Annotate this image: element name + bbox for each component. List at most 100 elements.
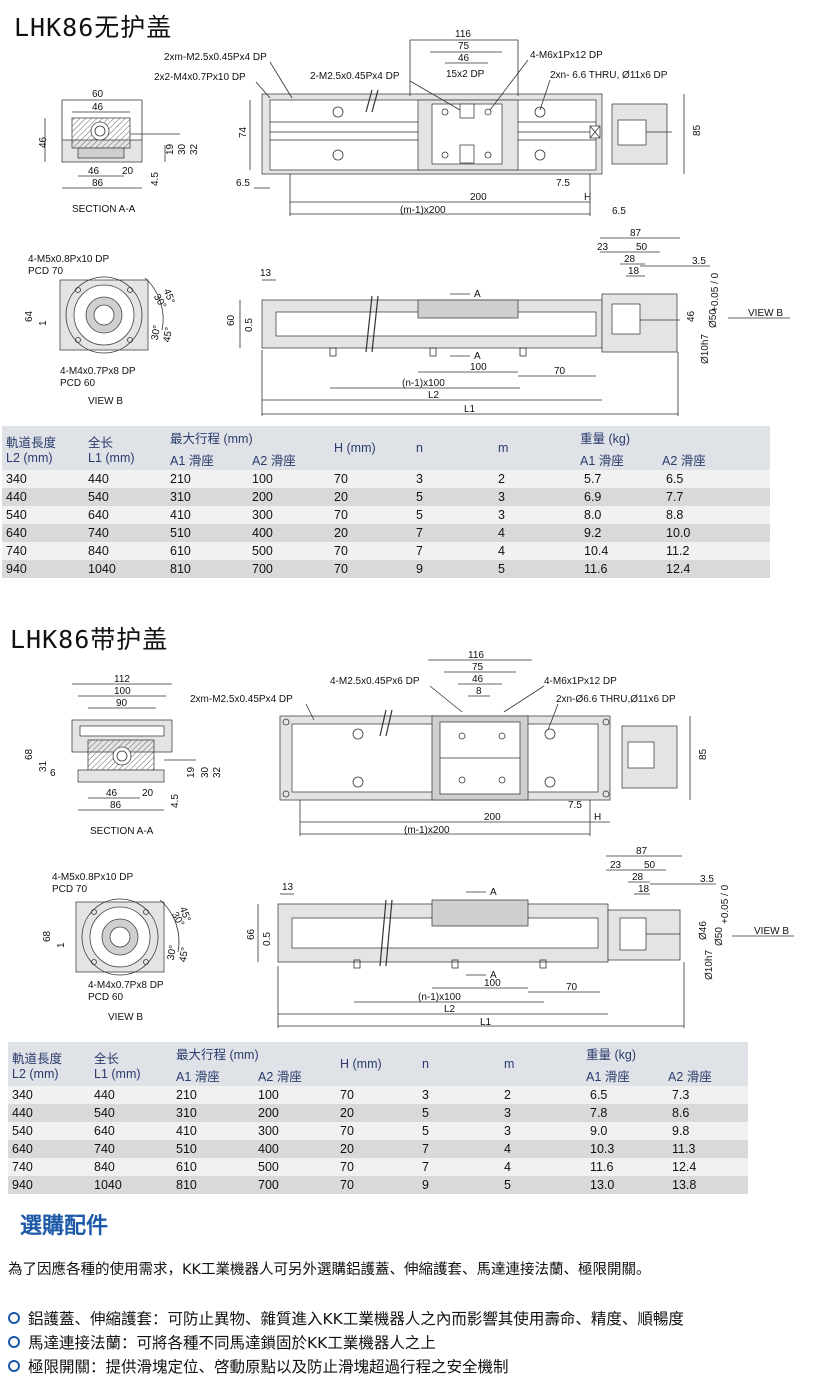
table-cell: 4 [500, 1158, 582, 1176]
table-cell: 610 [166, 542, 248, 560]
section1-note-m25: 2xm-M2.5x0.45Px4 DP [164, 52, 267, 63]
svg-text:45°: 45° [177, 905, 193, 923]
svg-text:30°: 30° [166, 944, 179, 961]
svg-text:45°: 45° [161, 287, 177, 305]
svg-text:75: 75 [472, 662, 484, 673]
section2-crosssection-body [71, 719, 196, 783]
svg-text:L1: L1 [480, 1017, 492, 1028]
table-cell: 9.0 [582, 1122, 664, 1140]
svg-text:112: 112 [114, 674, 130, 685]
svg-text:Ø10h7: Ø10h7 [704, 950, 715, 980]
table-cell: 740 [8, 1158, 90, 1176]
svg-text:+0.05 / 0: +0.05 / 0 [710, 272, 721, 312]
svg-text:46: 46 [88, 166, 100, 177]
svg-text:19: 19 [165, 143, 176, 155]
table-cell: 3 [500, 1104, 582, 1122]
svg-text:8: 8 [476, 686, 482, 697]
section1-cross-section-drawing: 60 46 46 46 20 86 SECTION A-A 19 30 32 4… [24, 29, 790, 416]
section2-section-label: SECTION A-A [90, 826, 154, 837]
table-cell: 100 [248, 470, 330, 488]
table-cell: 8.8 [658, 506, 770, 524]
svg-text:50: 50 [644, 860, 656, 871]
table-cell: 5 [418, 1104, 500, 1122]
table-cell: 7 [412, 524, 494, 542]
table-cell: 70 [330, 506, 412, 524]
svg-text:30°: 30° [150, 324, 163, 341]
accessories-bullets: 鋁護蓋、伸縮護套：可防止異物、雜質進入KK工業機器人之內而影響其使用壽命、精度、… [8, 1306, 808, 1378]
th-m: m [494, 426, 576, 470]
table-cell: 7.3 [664, 1086, 748, 1104]
svg-text:87: 87 [630, 228, 642, 239]
table-cell: 9 [412, 560, 494, 578]
table-cell: 20 [336, 1140, 418, 1158]
svg-text:100: 100 [484, 978, 501, 989]
svg-text:46: 46 [92, 102, 104, 113]
section2-note-m6: 4-M6x1Px12 DP [544, 676, 617, 687]
svg-text:H: H [584, 192, 591, 203]
section1-view-b-drawing [59, 276, 164, 354]
svg-text:3.5: 3.5 [700, 874, 714, 885]
table-cell: 700 [254, 1176, 336, 1194]
table-cell: 10.4 [576, 542, 658, 560]
table-cell: 200 [254, 1104, 336, 1122]
section2-note-m4b: 4-M4x0.7Px8 DP [88, 980, 164, 991]
svg-text:28: 28 [624, 254, 636, 265]
svg-text:(m-1)x200: (m-1)x200 [400, 205, 446, 216]
svg-text:(m-1)x200: (m-1)x200 [404, 825, 450, 836]
table-cell: 2 [494, 470, 576, 488]
svg-text:23: 23 [597, 242, 609, 253]
svg-text:116: 116 [468, 650, 484, 661]
circle-bullet-icon [8, 1312, 20, 1324]
table-cell: 20 [336, 1104, 418, 1122]
table-cell: 70 [336, 1158, 418, 1176]
table-cell: 200 [248, 488, 330, 506]
section2-note-thru: 2xn-Ø6.6 THRU,Ø11x6 DP [556, 694, 676, 705]
table-cell: 100 [254, 1086, 336, 1104]
section1-top-view [261, 89, 672, 175]
circle-bullet-icon [8, 1336, 20, 1348]
svg-text:70: 70 [566, 982, 578, 993]
svg-text:7.5: 7.5 [568, 800, 582, 811]
svg-text:(n-1)x100: (n-1)x100 [418, 992, 461, 1003]
table-cell: 6.9 [576, 488, 658, 506]
section2-view-b-drawing [75, 898, 180, 976]
table-cell: 13.8 [664, 1176, 748, 1194]
table-cell: 740 [90, 1140, 172, 1158]
section1-note-m4: 2x2-M4x0.7Px10 DP [154, 72, 246, 83]
table-cell: 640 [90, 1122, 172, 1140]
table-cell: 840 [90, 1158, 172, 1176]
table-cell: 9 [418, 1176, 500, 1194]
svg-text:60: 60 [226, 314, 237, 326]
table-cell: 11.6 [582, 1158, 664, 1176]
table-cell: 11.3 [664, 1140, 748, 1158]
section1-side-view [261, 293, 680, 357]
table-cell: 6.5 [582, 1086, 664, 1104]
table-cell: 13.0 [582, 1176, 664, 1194]
table-cell: 700 [248, 560, 330, 578]
svg-text:Ø46: Ø46 [698, 921, 709, 940]
table-cell: 2 [500, 1086, 582, 1104]
th-h: H (mm) [330, 426, 412, 470]
section1-title: LHK86无护盖 [14, 13, 173, 42]
section1-crosssection-body [61, 117, 180, 163]
table-cell: 640 [8, 1140, 90, 1158]
table-cell: 740 [84, 524, 166, 542]
svg-text:4.5: 4.5 [150, 172, 161, 186]
svg-text:66: 66 [246, 928, 257, 940]
svg-text:32: 32 [189, 143, 200, 155]
table-cell: 7 [418, 1140, 500, 1158]
svg-text:200: 200 [470, 192, 487, 203]
svg-text:32: 32 [212, 766, 223, 778]
svg-text:90: 90 [116, 698, 128, 709]
svg-text:19: 19 [186, 766, 197, 778]
table-cell: 12.4 [658, 560, 770, 578]
svg-text:18: 18 [628, 266, 640, 277]
table-cell: 740 [2, 542, 84, 560]
table-cell: 840 [84, 542, 166, 560]
svg-text:PCD 70: PCD 70 [28, 266, 63, 277]
section2-title: LHK86带护盖 [10, 625, 169, 654]
